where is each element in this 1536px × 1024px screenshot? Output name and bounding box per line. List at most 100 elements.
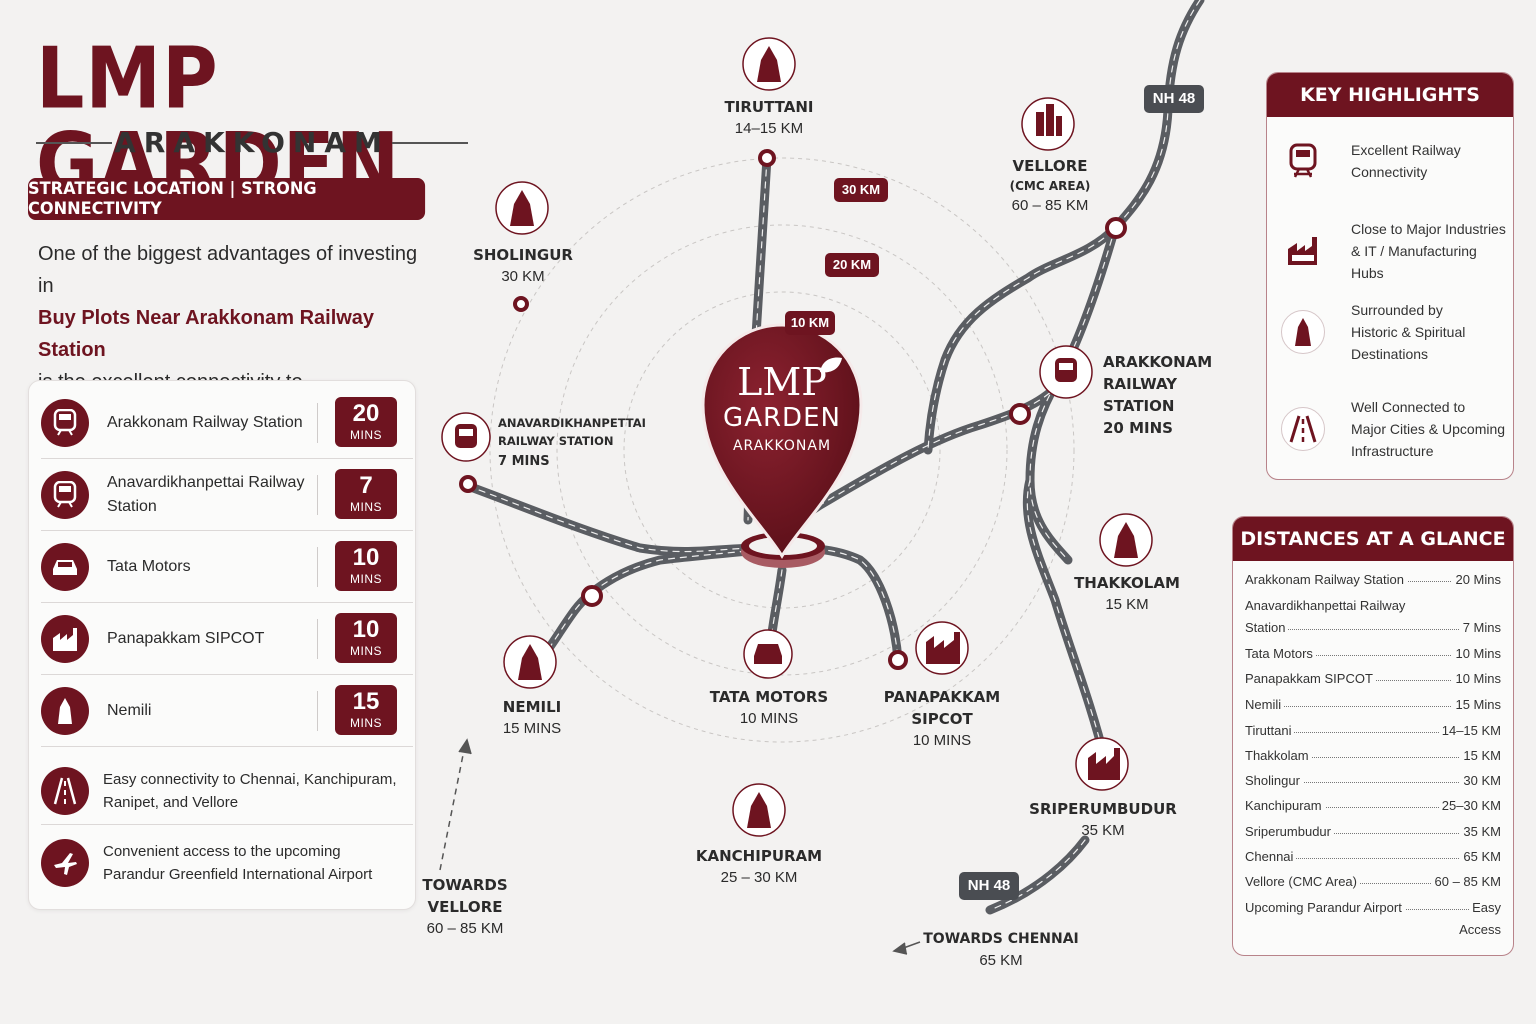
place-anavardikhanpettai: ANAVARDIKHANPETTAI RAILWAY STATION 7 MIN… [498, 414, 648, 474]
buildings-icon [1036, 104, 1062, 136]
leader-dots [1245, 655, 1501, 656]
row-value: 15 Mins [1452, 694, 1501, 716]
row-value: 20 Mins [1452, 569, 1501, 591]
divider [36, 142, 112, 144]
factory-icon [41, 614, 89, 663]
row-value: 60 – 85 KM [1431, 871, 1501, 893]
place-name: VELLORE [427, 898, 503, 916]
row-label: Station [1245, 617, 1289, 639]
place-kanchipuram: KANCHIPURAM 25 – 30 KM [679, 845, 839, 889]
row-label: Anavardikhanpettai Railway [1245, 598, 1406, 613]
radius-rings [489, 157, 1075, 743]
leader-dots [1245, 858, 1501, 859]
ring-label-20km: 20 KM [825, 253, 879, 277]
row-value: 10 Mins [1452, 643, 1501, 665]
location-pin [701, 323, 863, 559]
badge-value: 15 [352, 688, 380, 715]
place-name: RAILWAY STATION [1103, 375, 1178, 415]
place-nemili: NEMILI 15 MINS [472, 696, 592, 740]
list-item: Convenient access to the upcoming Parand… [41, 829, 413, 897]
highlight-line: Infrastructure [1351, 443, 1434, 459]
place-name: RAILWAY STATION [498, 434, 614, 448]
temple-icon [1281, 310, 1325, 354]
place-distance: 15 KM [1105, 596, 1149, 613]
badge-unit: MINS [350, 716, 382, 730]
highlight-line: & IT / Manufacturing Hubs [1351, 243, 1477, 281]
highlight-item: Excellent Railway Connectivity [1281, 139, 1511, 183]
place-subname: (CMC AREA) [1009, 179, 1091, 193]
table-row: Tata Motors 10 Mins [1245, 643, 1501, 665]
train-icon [455, 424, 477, 448]
ring-label-30km: 30 KM [834, 178, 888, 202]
row-label: Tata Motors [1245, 643, 1316, 665]
time-badge: 10 MINS [335, 541, 397, 591]
row-label: Sholingur [1245, 770, 1303, 792]
badge-unit: MINS [350, 428, 382, 442]
item-label: Nemili [107, 701, 152, 719]
badge-unit: MINS [350, 572, 382, 586]
distances-panel: DISTANCES AT A GLANCE Arakkonam Railway … [1232, 516, 1514, 956]
place-distance: 14–15 KM [734, 120, 804, 137]
highlight-line: Close to Major Industries [1351, 221, 1506, 237]
time-badge: 7 MINS [335, 469, 397, 519]
place-arakkonam-railway: ARAKKONAM RAILWAY STATION 20 MINS [1103, 351, 1253, 439]
table-row: Anavardikhanpettai Railway Station 7 Min… [1245, 595, 1501, 639]
intro-line-1: One of the biggest advantages of investi… [38, 243, 418, 297]
place-towards-chennai: TOWARDS CHENNAI 65 KM [916, 928, 1086, 972]
place-tiruttani: TIRUTTANI 14–15 KM [689, 96, 849, 140]
time-badge: 15 MINS [335, 685, 397, 735]
factory-icon [926, 632, 960, 664]
place-distance: 25 – 30 KM [720, 869, 798, 886]
brand-subtitle-wrap: ARAKKONAM [36, 124, 468, 160]
train-icon [1055, 358, 1077, 382]
divider [317, 691, 318, 731]
row-value: 10 Mins [1452, 668, 1501, 690]
place-distance: 30 KM [501, 268, 545, 285]
row-value: 30 KM [1460, 770, 1501, 792]
ring-label-10km: 10 KM [785, 311, 835, 335]
leader-dots [1245, 883, 1501, 884]
highway-tag: NH 48 [959, 872, 1019, 900]
place-panapakkam: PANAPAKKAM SIPCOT 10 MINS [872, 686, 1012, 752]
list-item: Nemili 15 MINS [41, 675, 413, 747]
time-badge: 20 MINS [335, 397, 397, 447]
table-row: Kanchipuram 25–30 KM [1245, 795, 1501, 817]
direction-arrows [439, 738, 921, 955]
factory-icon [1281, 229, 1325, 273]
temple-icon [518, 644, 542, 680]
table-row: Chennai 65 KM [1245, 846, 1501, 868]
leader-dots [1245, 807, 1501, 808]
highlight-line: Surrounded by [1351, 302, 1443, 318]
place-sholingur: SHOLINGUR 30 KM [443, 244, 603, 288]
row-value: 65 KM [1460, 846, 1501, 868]
item-label: Convenient access to the upcoming Parand… [103, 843, 373, 883]
item-label: Arakkonam Railway Station [107, 413, 303, 431]
highlight-text: Close to Major Industries & IT / Manufac… [1351, 218, 1511, 284]
leader-dots [1245, 706, 1501, 707]
highlight-text: Excellent Railway Connectivity [1351, 139, 1461, 183]
item-label: Anavardikhanpettai Railway Station [107, 473, 305, 515]
train-icon [41, 398, 89, 447]
factory-icon [1088, 748, 1120, 780]
table-row: Vellore (CMC Area) 60 – 85 KM [1245, 871, 1501, 893]
temple-icon [757, 46, 781, 82]
list-item: Tata Motors 10 MINS [41, 531, 413, 603]
row-label: Kanchipuram [1245, 795, 1325, 817]
place-name: SIPCOT [911, 710, 973, 728]
panel-title: KEY HIGHLIGHTS [1267, 73, 1513, 117]
highlight-item: Well Connected to Major Cities & Upcomin… [1281, 396, 1511, 462]
row-value: 7 Mins [1459, 617, 1501, 639]
table-row: Sholingur 30 KM [1245, 770, 1501, 792]
place-name: PANAPAKKAM [883, 688, 1001, 706]
row-value: Easy [1469, 897, 1501, 919]
place-name: SRIPERUMBUDUR [1029, 800, 1177, 818]
panel-title: DISTANCES AT A GLANCE [1233, 517, 1513, 561]
train-icon [41, 470, 89, 519]
place-vellore: VELLORE (CMC AREA) 60 – 85 KM [970, 155, 1130, 217]
place-name: TATA MOTORS [709, 688, 829, 706]
connectivity-card: Arakkonam Railway Station 20 MINS Anavar… [28, 380, 416, 910]
place-tata-motors: TATA MOTORS 10 MINS [699, 686, 839, 730]
temple-icon [1114, 522, 1138, 558]
item-label: Panapakkam SIPCOT [107, 629, 265, 647]
